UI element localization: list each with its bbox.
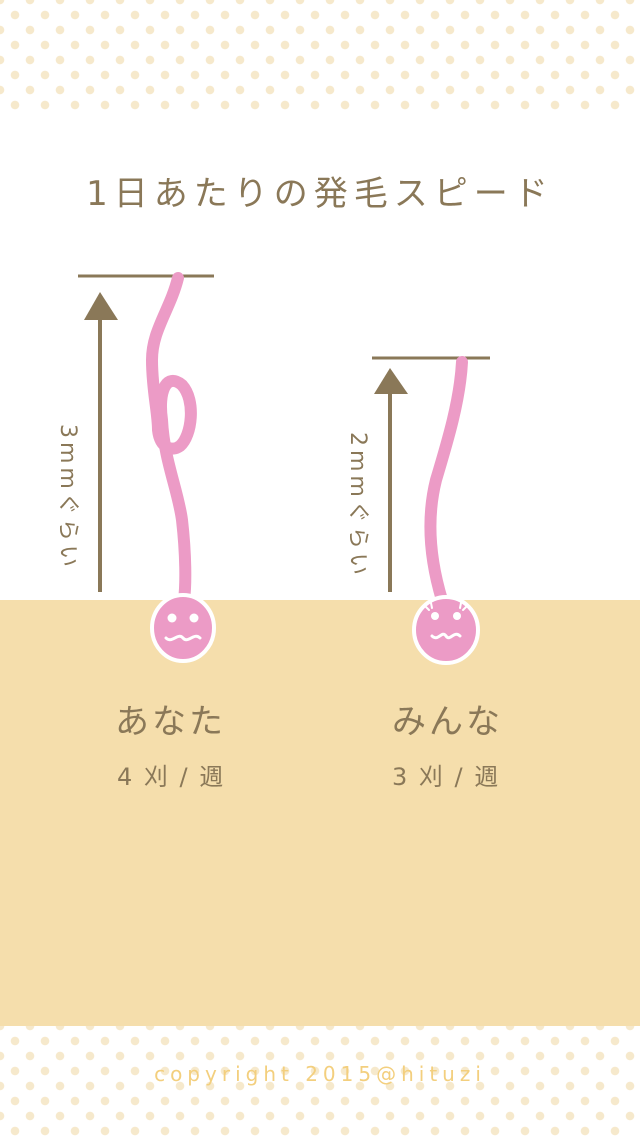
- everyone-hair-character: [412, 356, 480, 665]
- everyone-growth-arrow: [372, 356, 490, 592]
- bottom-dot-pattern: [0, 1026, 640, 1136]
- you-rate: 4 刈 / 週: [117, 763, 226, 791]
- everyone-rate: 3 刈 / 週: [392, 763, 501, 791]
- you-measure-label: 3mmぐらい: [55, 424, 80, 571]
- copyright-text: copyright 2015@hituzi: [154, 1062, 486, 1086]
- everyone-arrow-head: [374, 368, 408, 394]
- you-arrow-head: [84, 292, 118, 320]
- page-title: 1日あたりの発毛スピード: [86, 174, 554, 214]
- scalp-ground: [0, 600, 640, 1026]
- you-growth-arrow: [78, 274, 214, 592]
- everyone-measure-label: 2mmぐらい: [345, 432, 370, 579]
- you-hair-character: [145, 272, 216, 663]
- top-dot-pattern: [0, 0, 640, 112]
- you-name: あなた: [115, 702, 226, 742]
- everyone-name: みんな: [392, 702, 503, 742]
